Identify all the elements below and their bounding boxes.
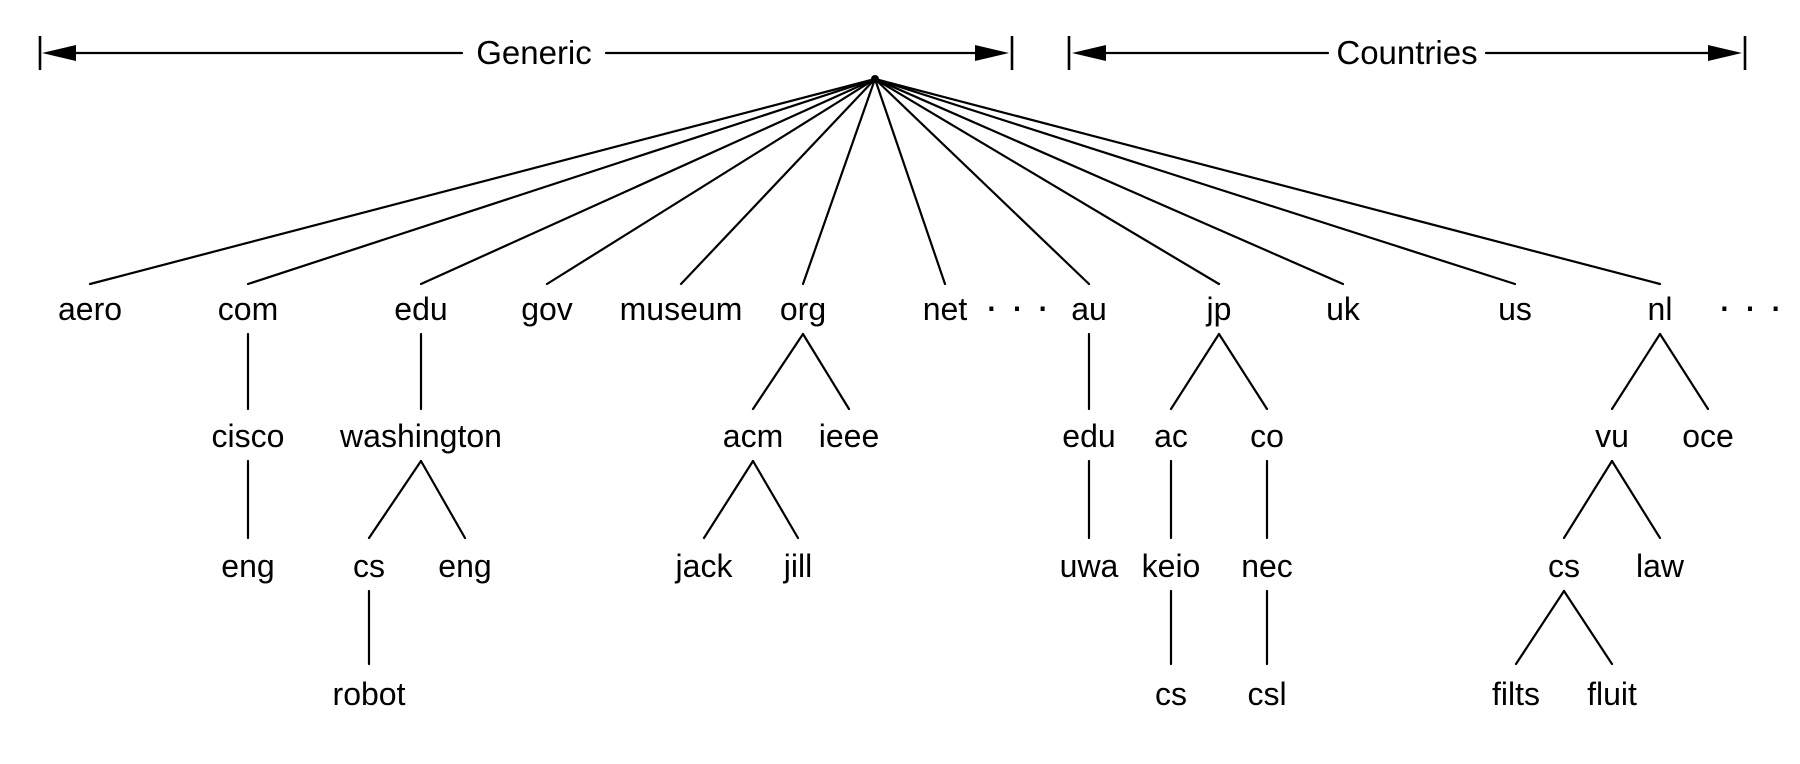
edge-cs-fluit	[1562, 589, 1614, 666]
root-fan	[88, 75, 1662, 286]
edge-vu-cs	[1562, 459, 1614, 540]
node-ieee: ieee	[819, 418, 880, 454]
edge-root-jp	[873, 77, 1221, 286]
node-ac: ac	[1154, 418, 1188, 454]
edge-root-us	[873, 77, 1517, 286]
edge-root-nl	[873, 77, 1662, 286]
node-com: com	[218, 291, 278, 327]
node-jill: jill	[783, 548, 812, 584]
node-law: law	[1636, 548, 1685, 584]
node-nl: nl	[1648, 291, 1673, 327]
edge-acm-jack	[702, 459, 755, 540]
arrow-left-icon	[42, 45, 76, 61]
edge-nl-vu	[1610, 332, 1662, 411]
node-washington-cs: cs	[353, 548, 385, 584]
countries-span: Countries	[1067, 34, 1747, 71]
edge-root-uk	[873, 77, 1345, 286]
level-2-row: cisco washington acm ieee edu ac co vu o…	[212, 418, 1734, 454]
edge-root-gov	[545, 77, 877, 286]
edges-level-3-4	[367, 589, 1614, 666]
node-uwa: uwa	[1060, 548, 1119, 584]
node-vu-cs: cs	[1548, 548, 1580, 584]
edge-org-ieee	[801, 332, 851, 411]
node-cisco: cisco	[212, 418, 285, 454]
edge-jp-co	[1217, 332, 1269, 411]
ellipsis-countries: · · ·	[1717, 282, 1782, 329]
node-aero: aero	[58, 291, 122, 327]
edge-root-org	[801, 77, 877, 286]
node-filts: filts	[1492, 676, 1540, 712]
node-fluit: fluit	[1587, 676, 1637, 712]
node-oce: oce	[1682, 418, 1734, 454]
edge-jp-ac	[1169, 332, 1221, 411]
node-au: au	[1071, 291, 1107, 327]
edges-level-2-3	[246, 459, 1662, 540]
node-washington-eng: eng	[438, 548, 491, 584]
node-jp: jp	[1206, 291, 1232, 327]
edge-vu-law	[1610, 459, 1662, 540]
node-vu: vu	[1595, 418, 1629, 454]
node-co: co	[1250, 418, 1284, 454]
edge-root-com	[246, 77, 877, 286]
generic-span-label: Generic	[476, 34, 592, 71]
edge-root-edu	[419, 77, 877, 286]
edge-cs-filts	[1514, 589, 1566, 666]
node-uk: uk	[1326, 291, 1361, 327]
edge-washington-cs	[367, 459, 423, 540]
node-us: us	[1498, 291, 1532, 327]
edge-root-au	[873, 77, 1091, 286]
node-robot: robot	[333, 676, 406, 712]
edge-root-net	[873, 77, 947, 286]
edge-root-museum	[679, 77, 877, 286]
edge-acm-jill	[751, 459, 800, 540]
edge-root-aero	[88, 77, 877, 286]
node-edu: edu	[394, 291, 447, 327]
node-nec: nec	[1241, 548, 1293, 584]
node-net: net	[923, 291, 968, 327]
edge-washington-eng	[419, 459, 467, 540]
node-museum: museum	[620, 291, 743, 327]
edge-org-acm	[751, 332, 805, 411]
arrow-left-icon	[1072, 45, 1106, 61]
edge-nl-oce	[1658, 332, 1710, 411]
arrow-right-icon	[1708, 45, 1742, 61]
node-keio: keio	[1142, 548, 1201, 584]
node-keio-cs: cs	[1155, 676, 1187, 712]
tld-row: aero com edu gov museum org net · · · au…	[58, 282, 1783, 329]
node-nec-csl: csl	[1247, 676, 1286, 712]
level-4-row: robot cs csl filts fluit	[333, 676, 1637, 712]
node-org: org	[780, 291, 826, 327]
node-gov: gov	[521, 291, 573, 327]
node-au-edu: edu	[1062, 418, 1115, 454]
node-jack: jack	[675, 548, 734, 584]
generic-span: Generic	[38, 34, 1014, 71]
node-washington: washington	[339, 418, 502, 454]
node-acm: acm	[723, 418, 783, 454]
countries-span-label: Countries	[1336, 34, 1477, 71]
edges-level-1-2	[246, 332, 1710, 411]
level-3-row: eng cs eng jack jill uwa keio nec cs law	[221, 548, 1685, 584]
node-cisco-eng: eng	[221, 548, 274, 584]
ellipsis-generic: · · ·	[984, 282, 1049, 329]
arrow-right-icon	[975, 45, 1009, 61]
